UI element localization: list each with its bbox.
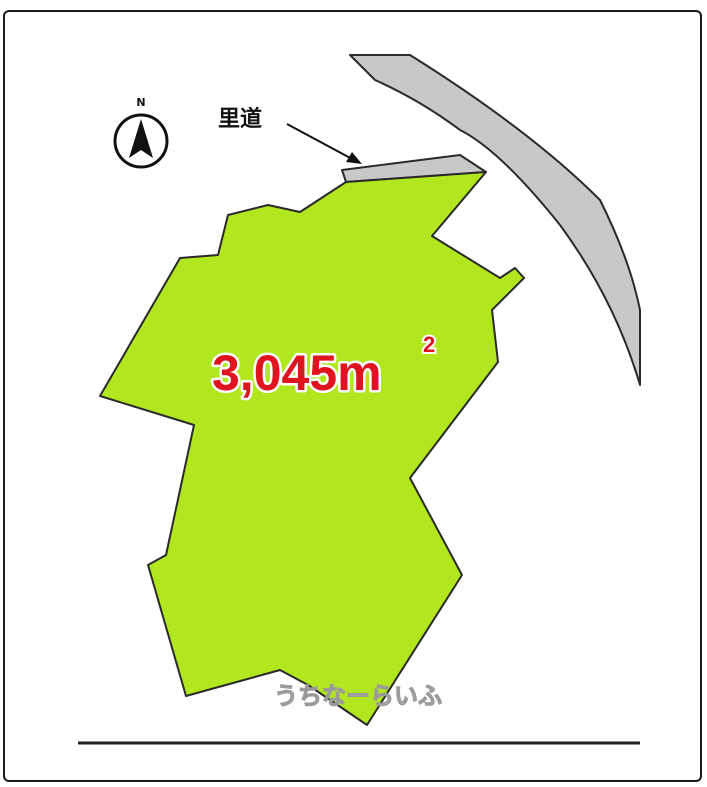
- land-parcel: [99, 171, 525, 726]
- north-arrow-icon: [113, 113, 169, 169]
- area-value: 3,045: [212, 345, 337, 401]
- north-label: N: [136, 96, 145, 109]
- area-text: 3,045m: [212, 345, 382, 401]
- arrow-pointer-icon: [286, 123, 362, 164]
- watermark: うちなーらいふ: [274, 682, 442, 710]
- road-label: 里道: [218, 106, 262, 132]
- road-area: [349, 54, 641, 386]
- area-unit-superscript: 2: [423, 332, 435, 357]
- area-unit: m: [337, 345, 381, 401]
